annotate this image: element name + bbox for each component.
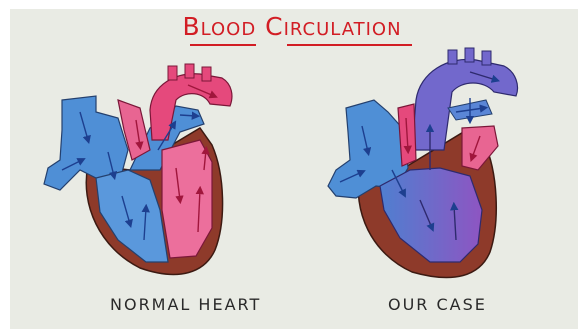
- normal-heart-caption: Normal Heart: [110, 295, 261, 314]
- case-heart: [328, 48, 518, 278]
- case-heart-caption: Our Case: [388, 295, 487, 314]
- case-left-atrium-right: [462, 126, 498, 170]
- normal-heart: [44, 64, 232, 274]
- normal-aorta: [150, 74, 232, 140]
- normal-left-ventricle: [162, 140, 212, 258]
